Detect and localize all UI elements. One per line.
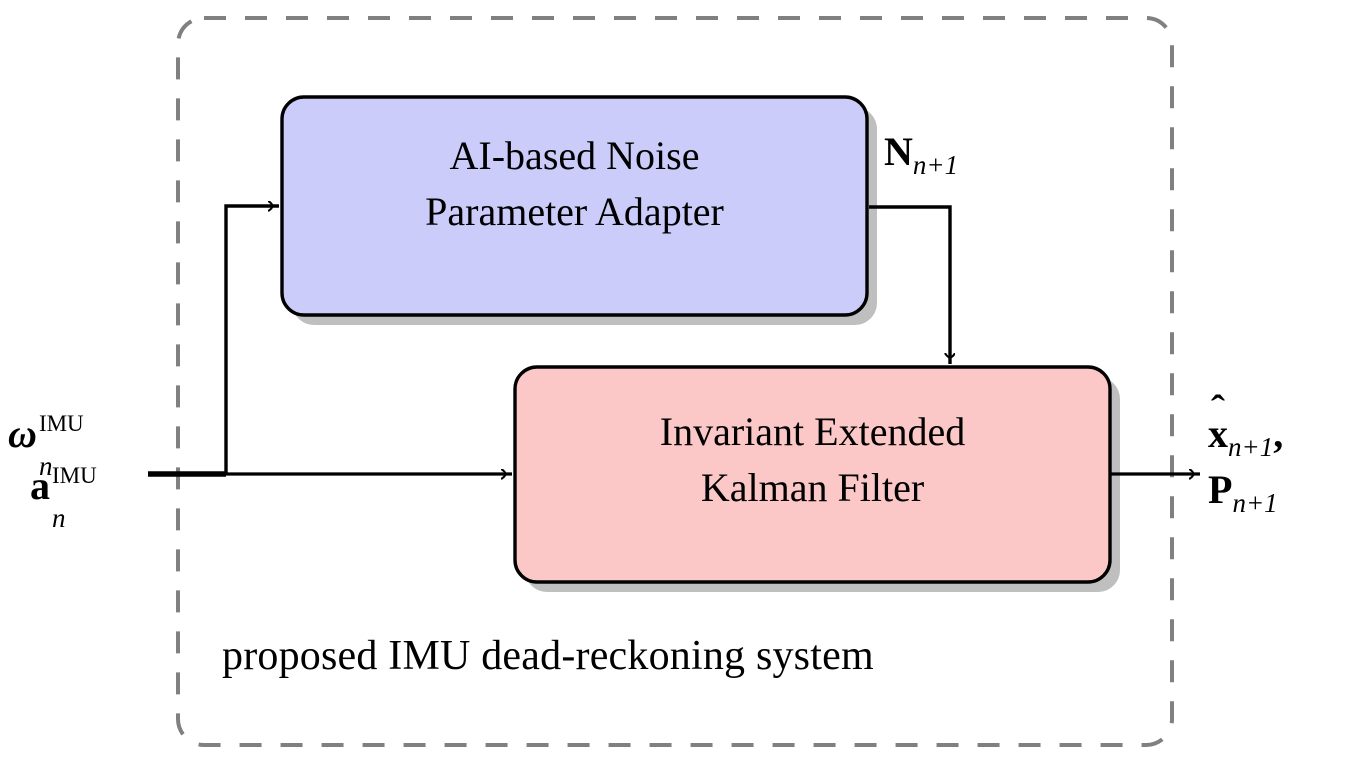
invariant-ekf-label: Invariant Extended Kalman Filter	[515, 412, 1110, 508]
covariance-subscript: n+1	[1232, 488, 1278, 518]
noise-symbol: N	[884, 129, 913, 174]
state-estimate-symbol: ̂xn+1,	[1208, 411, 1284, 462]
noise-subscript: n+1	[912, 150, 959, 180]
ai-noise-adapter-box[interactable]	[280, 95, 869, 317]
gyro-superscript: IMU	[38, 411, 84, 436]
invariant-ekf-line1: Invariant Extended	[659, 409, 966, 454]
noise-parameter-label: Nn+1	[884, 129, 958, 179]
gyro-subscript: n	[38, 451, 53, 481]
imu-to-adapter-arrow	[224, 206, 279, 474]
accel-superscript: IMU	[52, 463, 97, 488]
state-subscript: n+1	[1228, 432, 1274, 462]
ai-noise-adapter-line1: AI-based Noise	[449, 133, 700, 178]
system-caption: proposed IMU dead-reckoning system	[222, 633, 874, 679]
covariance-symbol: Pn+1	[1208, 467, 1278, 518]
noise-to-ekf-arrow	[869, 205, 950, 364]
accel-subscript: n	[52, 503, 66, 533]
ai-noise-adapter-label: AI-based Noise Parameter Adapter	[282, 136, 867, 232]
ai-noise-adapter-line2: Parameter Adapter	[425, 189, 724, 234]
system-boundary-dashed-rect	[176, 16, 1174, 747]
state-comma: ,	[1273, 411, 1284, 456]
invariant-ekf-line2: Kalman Filter	[700, 465, 925, 510]
state-output-label: ̂xn+1, Pn+1	[1208, 411, 1284, 518]
